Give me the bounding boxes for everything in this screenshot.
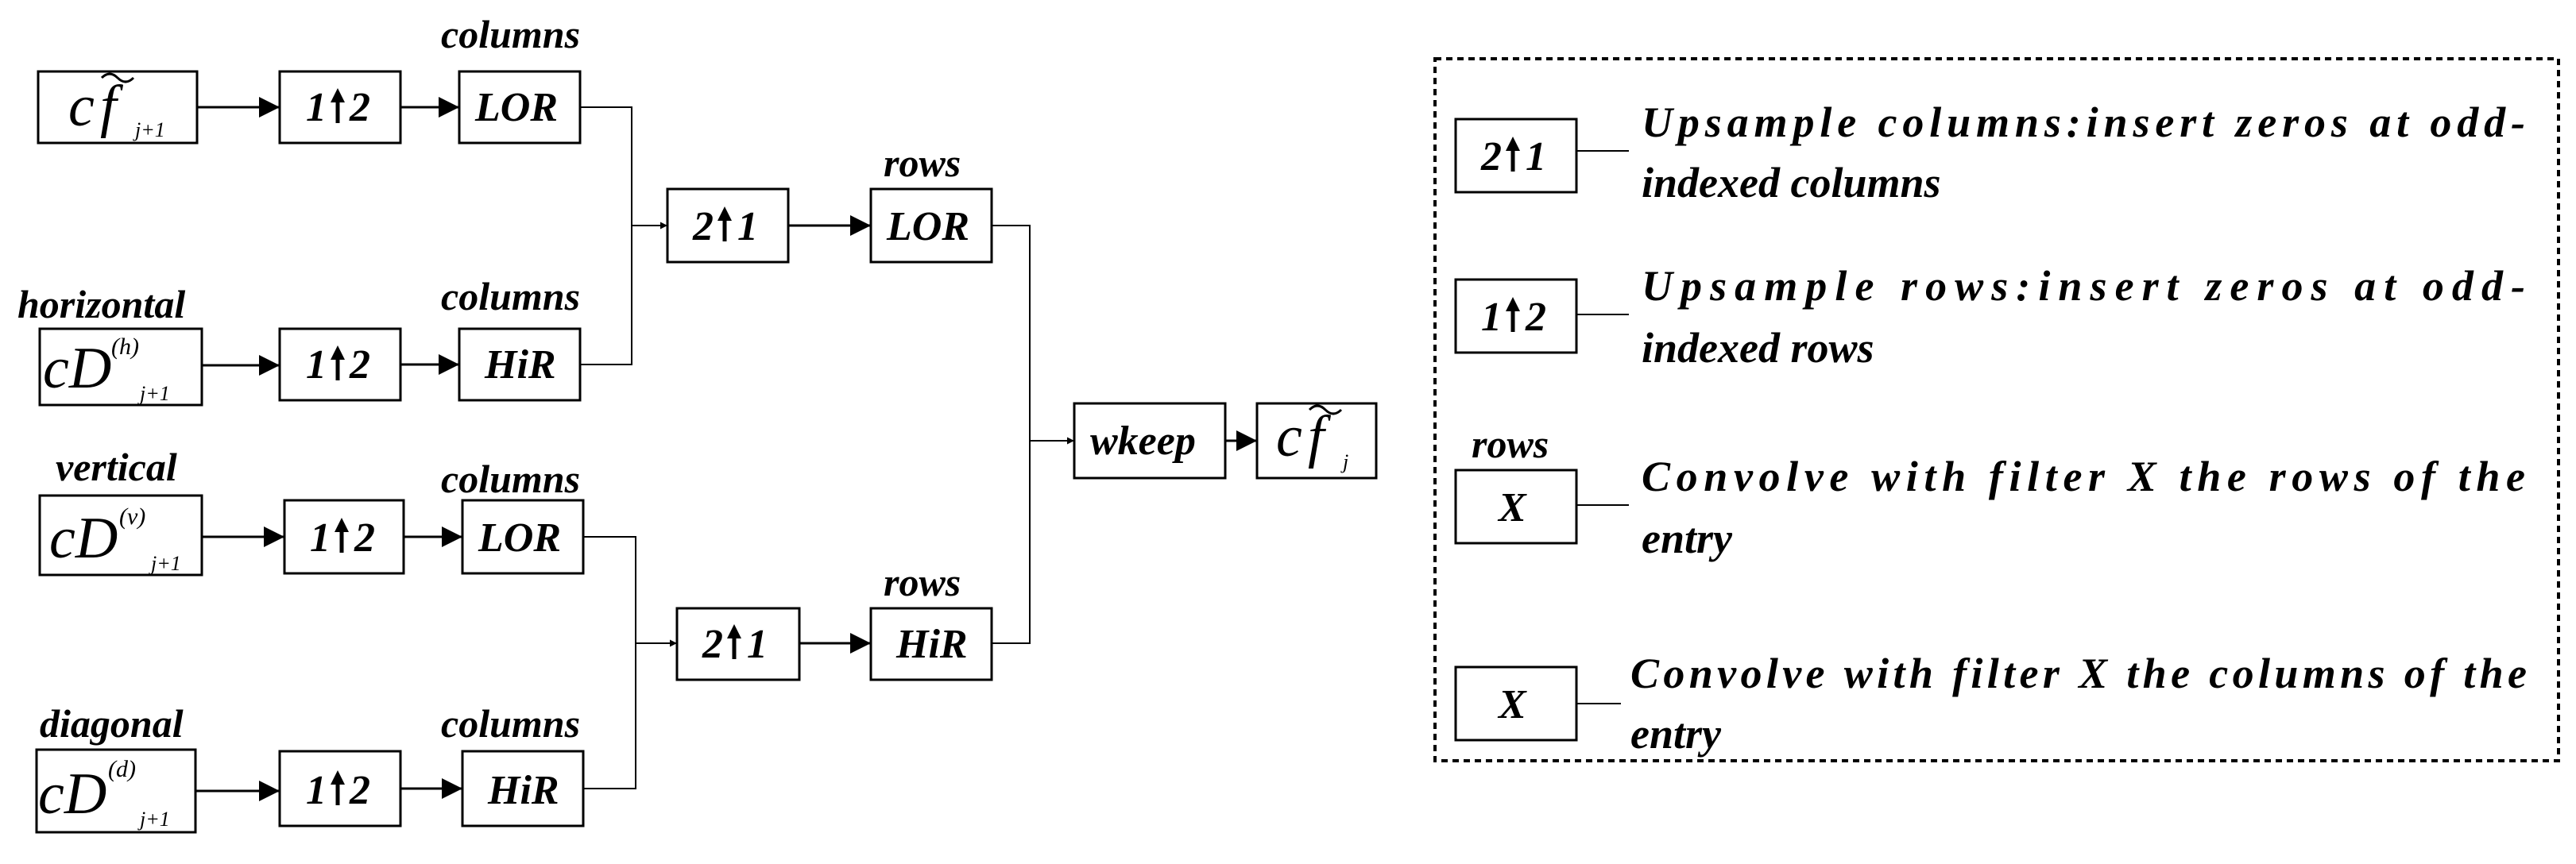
label-columns-3: columns [441,457,580,501]
svg-text:(d): (d) [108,756,136,782]
svg-text:X: X [1497,485,1527,530]
svg-text:LOR: LOR [886,204,969,249]
svg-text:2: 2 [349,768,370,813]
upsample-rows-block-4: 1 2 [278,750,402,827]
label-columns-2: columns [441,274,580,318]
legend-item-convolve-rows: rows X Convolve with filter X the rows o… [1454,422,2525,562]
lor-block-2: LOR [461,499,585,575]
svg-text:cD: cD [43,336,111,401]
legend-item-upsample-columns: 2 1 Upsample columns:insert zeros at odd… [1454,98,2525,206]
svg-text:2: 2 [692,204,714,249]
svg-text:j+1: j+1 [133,118,165,141]
svg-text:rows: rows [1472,422,1549,466]
svg-text:entry: entry [1630,710,1722,758]
svg-text:(h): (h) [111,334,139,360]
svg-text:1: 1 [1526,134,1546,179]
label-vertical: vertical [56,445,177,489]
svg-text:Convolve with filter X the ro: Convolve with filter X the rows of the [1642,453,2525,500]
svg-text:1: 1 [737,204,758,249]
label-columns-1: columns [441,12,580,56]
upsample-rows-block-3: 1 2 [283,499,405,575]
svg-text:indexed columns: indexed columns [1642,159,1941,206]
lor-block-1: LOR [458,70,582,145]
svg-text:2: 2 [1525,295,1546,340]
output-cf-j: c f j [1255,402,1378,480]
svg-text:1: 1 [310,515,331,561]
input-cd-vertical: cD (v) j+1 [38,494,203,577]
svg-text:HiR: HiR [484,342,556,388]
svg-text:indexed rows: indexed rows [1642,324,1874,372]
upsample-cols-block-2: 2 1 [675,607,801,681]
svg-text:2: 2 [702,622,723,667]
legend: 2 1 Upsample columns:insert zeros at odd… [1433,57,2560,762]
svg-text:1: 1 [1481,295,1502,340]
svg-text:j+1: j+1 [137,382,170,405]
svg-text:LOR: LOR [474,85,558,130]
upsample-cols-block-1: 2 1 [666,187,790,264]
tilde-mark [1308,404,1343,415]
svg-text:(v): (v) [119,503,145,530]
legend-item-upsample-rows: 1 2 Upsample rows:insert zeros at odd- i… [1454,262,2525,372]
svg-text:1: 1 [306,342,327,388]
svg-text:wkeep: wkeep [1090,418,1196,464]
svg-text:1: 1 [747,622,768,667]
input-cf-j1: c f j+1 [37,70,199,145]
lor-block-rows: LOR [869,187,993,264]
svg-text:j+1: j+1 [137,808,170,831]
label-rows-2: rows [884,560,961,604]
label-horizontal: horizontal [17,282,185,326]
svg-text:cD: cD [49,506,118,571]
svg-text:1: 1 [306,85,327,130]
svg-text:2: 2 [1480,134,1502,179]
svg-text:Upsample columns:insert zeros: Upsample columns:insert zeros at odd- [1642,98,2525,146]
tilde-mark [100,72,135,83]
upsample-rows-block-2: 1 2 [278,327,402,402]
label-diagonal: diagonal [40,701,184,746]
legend-item-convolve-columns: X Convolve with filter X the columns of … [1454,650,2527,758]
wkeep-block: wkeep [1073,402,1227,480]
svg-text:Convolve with filter X the col: Convolve with filter X the columns of th… [1630,650,2527,697]
svg-text:c: c [68,74,95,139]
input-cd-diagonal: cD (d) j+1 [35,748,197,834]
svg-text:2: 2 [349,85,370,130]
svg-text:HiR: HiR [487,768,559,813]
svg-text:2: 2 [349,342,370,388]
upsample-rows-block-1: 1 2 [278,70,402,145]
svg-text:Upsample rows:insert zeros at: Upsample rows:insert zeros at odd- [1642,262,2525,310]
svg-text:1: 1 [306,768,327,813]
svg-text:c: c [1276,404,1302,469]
svg-text:cD: cD [38,762,106,827]
hir-block-1: HiR [458,327,582,402]
hir-block-rows: HiR [869,607,993,681]
label-columns-4: columns [441,701,580,746]
svg-text:j+1: j+1 [149,552,181,575]
svg-text:2: 2 [354,515,375,561]
svg-text:HiR: HiR [895,622,968,667]
svg-text:entry: entry [1642,515,1733,562]
svg-text:j: j [1340,450,1348,473]
hir-block-2: HiR [461,750,585,827]
input-cd-horizontal: cD (h) j+1 [38,327,203,407]
svg-text:X: X [1497,682,1527,727]
label-rows-1: rows [884,141,961,185]
svg-text:LOR: LOR [478,515,561,561]
